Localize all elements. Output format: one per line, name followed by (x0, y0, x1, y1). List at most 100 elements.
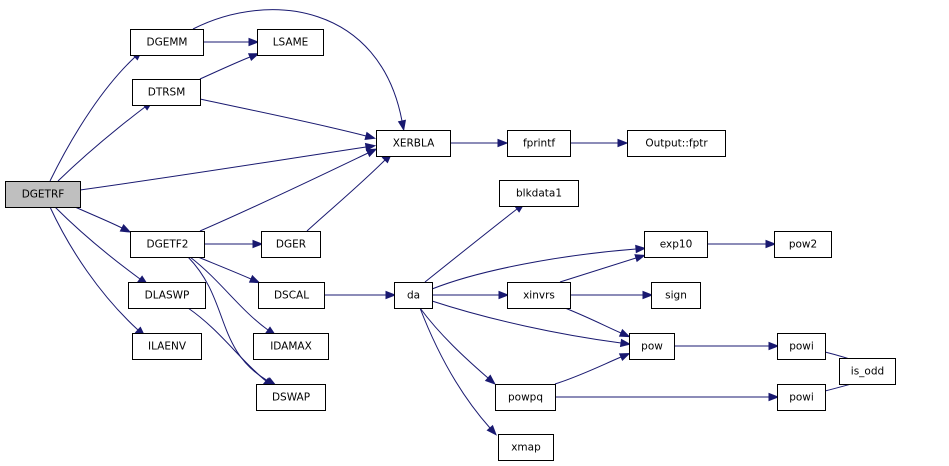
node-box[interactable] (507, 282, 571, 309)
edge-line (554, 356, 622, 385)
edge-da-to-blkdata1 (424, 202, 526, 283)
node-xinvrs[interactable]: xinvrs (507, 282, 571, 309)
node-dger[interactable]: DGER (261, 231, 321, 258)
node-box[interactable] (130, 29, 204, 56)
edge-line (199, 56, 251, 80)
node-box[interactable] (495, 384, 556, 411)
node-label: DGEMM (147, 37, 188, 49)
node-box[interactable] (257, 29, 324, 56)
node-powi-2[interactable]: powi (777, 384, 826, 411)
node-label: DLASWP (145, 290, 190, 302)
node-box[interactable] (130, 231, 205, 258)
node-xerbla[interactable]: XERBLA (376, 130, 451, 157)
node-dscal[interactable]: DSCAL (258, 282, 325, 309)
node-box[interactable] (644, 231, 708, 258)
edge-line (57, 106, 146, 182)
edge-line (199, 152, 369, 232)
node-box[interactable] (394, 282, 433, 309)
node-box[interactable] (839, 358, 896, 385)
node-idamax[interactable]: IDAMAX (253, 333, 329, 360)
node-label: is_odd (851, 366, 884, 378)
node-dtrsm[interactable]: DTRSM (132, 79, 201, 106)
node-dswap[interactable]: DSWAP (256, 384, 326, 411)
edge-dgetf2-to-dswap (187, 256, 277, 387)
edge-line (187, 256, 269, 382)
node-box[interactable] (651, 282, 701, 309)
arrowhead-icon (642, 290, 654, 300)
node-box[interactable] (261, 231, 321, 258)
arrowhead-icon (618, 328, 631, 338)
edge-line (564, 307, 622, 334)
node-blkdata1[interactable]: blkdata1 (499, 180, 579, 207)
arrowhead-icon (497, 138, 509, 148)
node-dgemm[interactable]: DGEMM (130, 29, 204, 56)
node-box[interactable] (132, 333, 202, 360)
node-fprintf[interactable]: fprintf (507, 130, 571, 157)
node-label: DTRSM (148, 87, 186, 99)
node-box[interactable] (5, 181, 81, 208)
node-xmap[interactable]: xmap (498, 434, 554, 461)
node-box[interactable] (627, 130, 726, 157)
node-label: DGER (276, 239, 306, 251)
arrowhead-icon (634, 254, 646, 263)
edge-exp10-to-pow2 (707, 239, 777, 249)
node-label: powi (789, 392, 814, 404)
node-box[interactable] (258, 282, 325, 309)
node-exp10[interactable]: exp10 (644, 231, 708, 258)
node-box[interactable] (253, 333, 329, 360)
node-dlaswp[interactable]: DLASWP (128, 282, 206, 309)
node-box[interactable] (128, 282, 206, 309)
node-label: powi (789, 341, 814, 353)
edge-dgetf2-to-dscal (197, 256, 261, 284)
nodes-layer: DGETRF DGEMM LSAME DTRSM XERBLA fprintf Output… (5, 29, 896, 461)
node-label: blkdata1 (516, 188, 562, 200)
edge-line (189, 256, 269, 331)
node-box[interactable] (777, 384, 826, 411)
edge-dscal-to-da (324, 290, 397, 300)
node-box[interactable] (498, 434, 554, 461)
node-label: ILAENV (148, 341, 187, 353)
node-sign[interactable]: sign (651, 282, 701, 309)
edge-line (199, 98, 367, 137)
node-pow2[interactable]: pow2 (774, 231, 832, 258)
arrowhead-icon (635, 244, 647, 254)
edge-line (74, 206, 123, 229)
node-ilaenv[interactable]: ILAENV (132, 333, 202, 360)
node-box[interactable] (132, 79, 201, 106)
edge-dtrsm-to-xerbla (199, 98, 377, 140)
node-da[interactable]: da (394, 282, 433, 309)
edge-line (54, 206, 141, 280)
node-powpq[interactable]: powpq (495, 384, 556, 411)
node-label: xmap (511, 442, 541, 454)
node-box[interactable] (629, 333, 675, 360)
node-pow[interactable]: pow (629, 333, 675, 360)
edge-fprintf-to-output-fptr (570, 138, 629, 148)
node-dgetrf[interactable]: DGETRF (5, 181, 81, 208)
node-output-fptr[interactable]: Output::fptr (627, 130, 726, 157)
node-box[interactable] (507, 130, 571, 157)
arrowhead-icon (768, 392, 780, 402)
edge-xinvrs-to-pow (564, 307, 631, 338)
edge-line (431, 248, 637, 290)
node-box[interactable] (256, 384, 326, 411)
edge-da-to-xmap (419, 307, 497, 436)
node-box[interactable] (499, 180, 579, 207)
arrowhead-icon (365, 148, 378, 158)
edge-line (419, 307, 491, 429)
edge-dger-to-xerbla (306, 152, 393, 232)
edge-line (424, 208, 518, 283)
node-dgetf2[interactable]: DGETF2 (130, 231, 205, 258)
edge-xerbla-to-fprintf (450, 138, 509, 148)
node-box[interactable] (774, 231, 832, 258)
node-box[interactable] (376, 130, 451, 157)
edge-dgetrf-to-xerbla (79, 142, 377, 191)
arrowhead-icon (486, 424, 497, 436)
edge-line (559, 257, 637, 283)
node-is-odd[interactable]: is_odd (839, 358, 896, 385)
node-box[interactable] (777, 333, 826, 360)
arrowhead-icon (619, 338, 632, 348)
node-lsame[interactable]: LSAME (257, 29, 324, 56)
node-label: da (407, 290, 420, 302)
node-powi-1[interactable]: powi (777, 333, 826, 360)
edge-da-to-pow (431, 300, 632, 348)
